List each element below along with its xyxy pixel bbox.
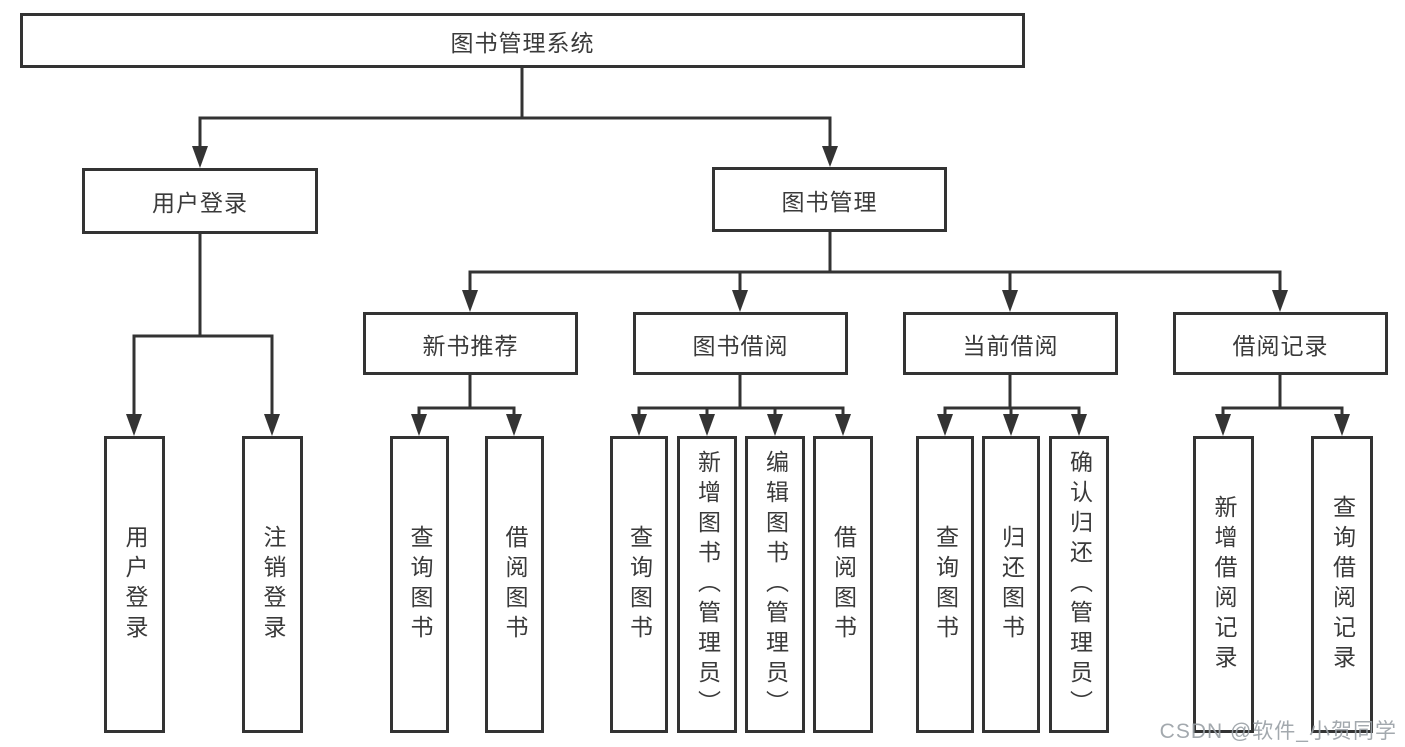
- leaf-label: 编辑图书（管理员）: [762, 449, 789, 720]
- node-new-book-recommendation: 新书推荐: [363, 312, 578, 375]
- leaf-add-borrow-record: 新增借阅记录: [1193, 436, 1254, 733]
- node-label: 当前借阅: [962, 332, 1059, 359]
- leaf-query-books-current: 查询图书: [916, 436, 974, 733]
- node-current-borrowing: 当前借阅: [903, 312, 1118, 375]
- node-borrowing-records: 借阅记录: [1173, 312, 1388, 375]
- leaf-label: 借阅图书: [502, 524, 528, 645]
- node-label: 图书借阅: [692, 332, 789, 359]
- leaf-label: 借阅图书: [830, 524, 857, 645]
- node-label: 新书推荐: [422, 332, 519, 359]
- node-label: 借阅记录: [1232, 332, 1329, 359]
- leaf-add-book-admin: 新增图书（管理员）: [677, 436, 737, 733]
- node-label: 图书管理系统: [450, 29, 595, 56]
- leaf-label: 新增借阅记录: [1211, 494, 1237, 675]
- leaf-label: 查询借阅记录: [1329, 494, 1356, 675]
- leaf-label: 确认归还（管理员）: [1066, 449, 1093, 720]
- leaf-query-borrow-record: 查询借阅记录: [1311, 436, 1373, 733]
- leaf-label: 用户登录: [122, 524, 148, 645]
- leaf-edit-book-admin: 编辑图书（管理员）: [745, 436, 805, 733]
- leaf-label: 归还图书: [998, 524, 1025, 645]
- node-root-library-management-system: 图书管理系统: [20, 13, 1025, 68]
- node-user-login: 用户登录: [82, 168, 318, 234]
- leaf-label: 新增图书（管理员）: [694, 449, 721, 720]
- leaf-user-login: 用户登录: [104, 436, 165, 733]
- leaf-borrow-books-recommend: 借阅图书: [485, 436, 544, 733]
- leaf-confirm-return-admin: 确认归还（管理员）: [1049, 436, 1109, 733]
- leaf-label: 查询图书: [932, 524, 959, 645]
- node-label: 用户登录: [152, 190, 248, 216]
- leaf-query-books-borrowing: 查询图书: [610, 436, 668, 733]
- csdn-watermark: CSDN @软件_小贺同学: [1159, 720, 1397, 743]
- node-book-borrowing: 图书借阅: [633, 312, 848, 375]
- node-label: 图书管理: [781, 188, 878, 215]
- leaf-label: 查询图书: [626, 524, 653, 645]
- leaf-query-books-recommend: 查询图书: [390, 436, 449, 733]
- leaf-label: 注销登录: [260, 524, 286, 645]
- leaf-label: 查询图书: [407, 524, 433, 645]
- leaf-return-book: 归还图书: [982, 436, 1040, 733]
- leaf-logout: 注销登录: [242, 436, 303, 733]
- node-book-management: 图书管理: [712, 167, 947, 232]
- leaf-borrow-books-borrowing: 借阅图书: [813, 436, 873, 733]
